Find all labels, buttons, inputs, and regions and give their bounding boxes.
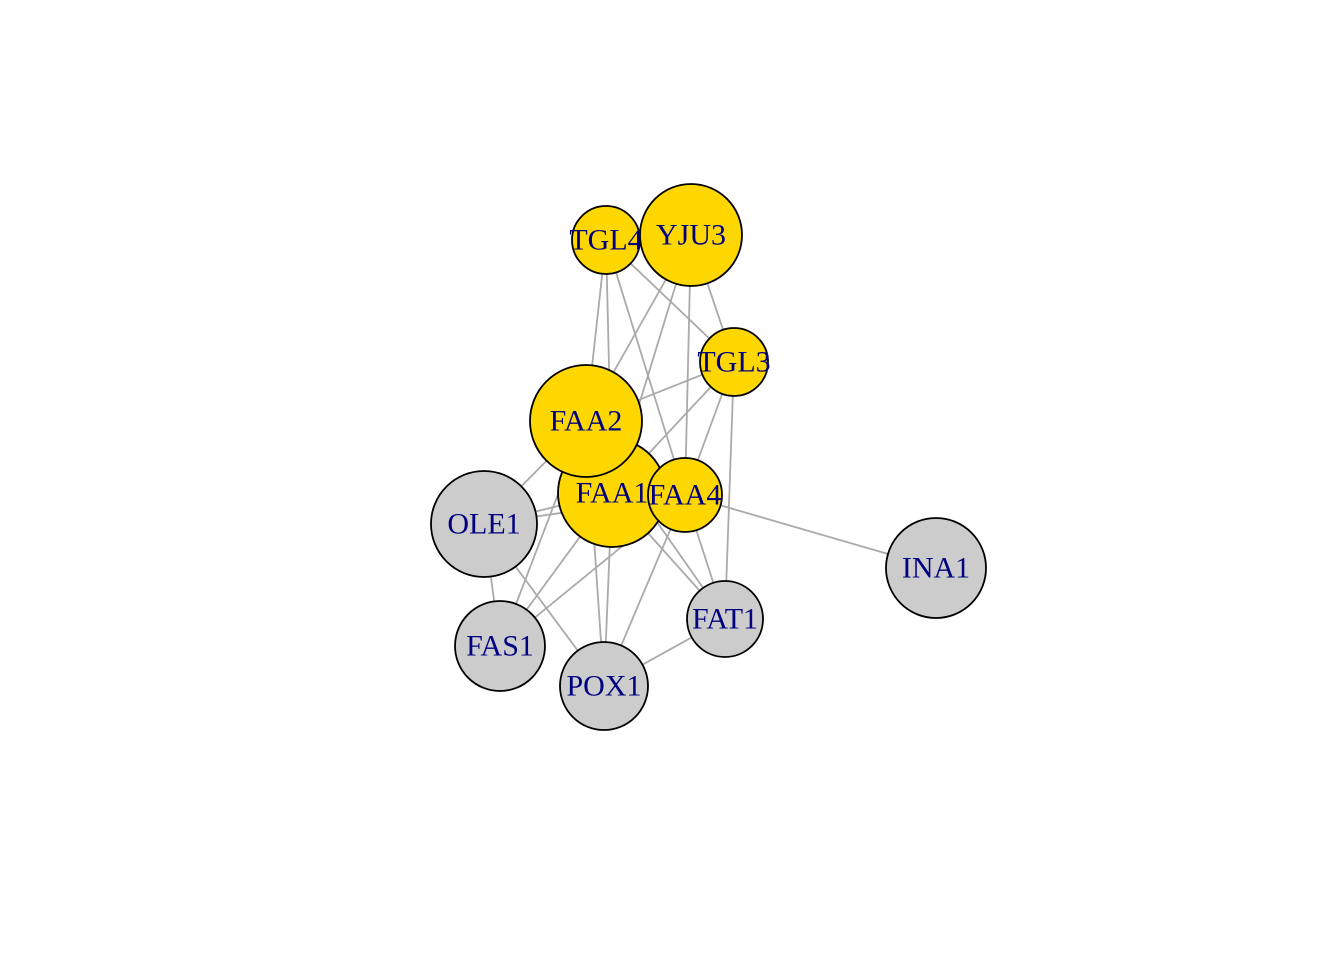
node-label-tgl4: TGL4 xyxy=(569,224,642,257)
node-label-fas1: FAS1 xyxy=(466,630,534,663)
node-label-yju3: YJU3 xyxy=(656,219,726,252)
node-circle-faa4 xyxy=(647,457,723,533)
node-label-faa1: FAA1 xyxy=(576,477,649,510)
node-label-tgl3: TGL3 xyxy=(697,346,770,379)
node-circle-yju3 xyxy=(639,183,743,287)
node-circle-pox1 xyxy=(559,641,649,731)
node-label-faa4: FAA4 xyxy=(649,479,722,512)
node-yju3: YJU3 xyxy=(639,183,743,287)
node-tgl3: TGL3 xyxy=(697,327,771,397)
edge-tgl3-fat1 xyxy=(724,361,735,620)
node-faa2: FAA2 xyxy=(529,364,643,478)
node-label-faa2: FAA2 xyxy=(550,405,623,438)
edge-tgl4-faa4 xyxy=(605,239,686,496)
node-label-fat1: FAT1 xyxy=(692,603,758,636)
node-pox1: POX1 xyxy=(559,641,649,731)
node-fas1: FAS1 xyxy=(454,600,546,692)
node-tgl4: TGL4 xyxy=(569,205,643,275)
node-circle-ole1 xyxy=(430,470,538,578)
node-circle-fas1 xyxy=(454,600,546,692)
node-label-ole1: OLE1 xyxy=(447,508,520,541)
node-circle-fat1 xyxy=(686,580,764,658)
node-circle-faa2 xyxy=(529,364,643,478)
node-circle-ina1 xyxy=(885,517,987,619)
node-ole1: OLE1 xyxy=(430,470,538,578)
node-label-pox1: POX1 xyxy=(566,670,641,703)
node-circle-tgl3 xyxy=(699,327,769,397)
node-fat1: FAT1 xyxy=(686,580,764,658)
node-label-ina1: INA1 xyxy=(902,552,970,585)
node-ina1: INA1 xyxy=(885,517,987,619)
node-faa4: FAA4 xyxy=(647,457,723,533)
